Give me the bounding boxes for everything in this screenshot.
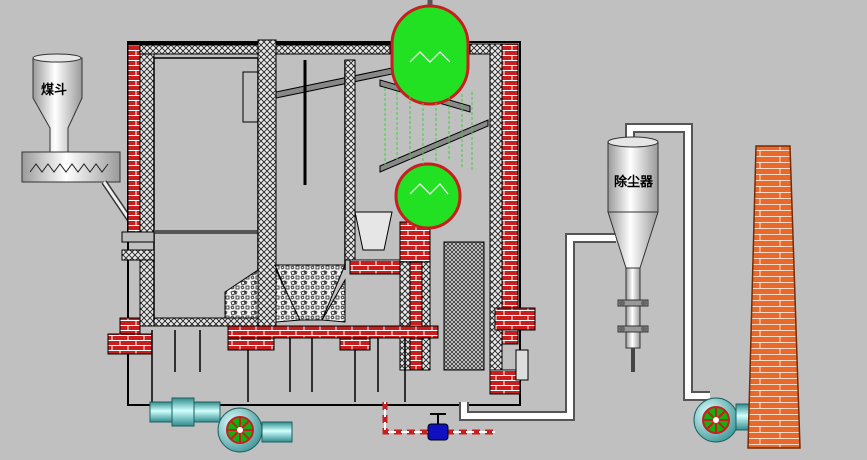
forced-draft-fan[interactable] [150, 398, 292, 452]
valve-icon[interactable] [428, 414, 448, 440]
screw-feeder [22, 152, 140, 235]
fan-icon [227, 417, 253, 443]
dust-collector-label: 除尘器 [614, 174, 654, 190]
coal-hopper-label: 煤斗 [41, 82, 67, 98]
steam-drum [392, 0, 468, 104]
fan-icon [703, 407, 729, 433]
mud-drum [396, 164, 460, 228]
dust-collector: 除尘器 [608, 137, 658, 372]
chimney [748, 146, 800, 448]
coal-hopper: 煤斗 [33, 54, 82, 152]
boiler-body [108, 40, 535, 405]
